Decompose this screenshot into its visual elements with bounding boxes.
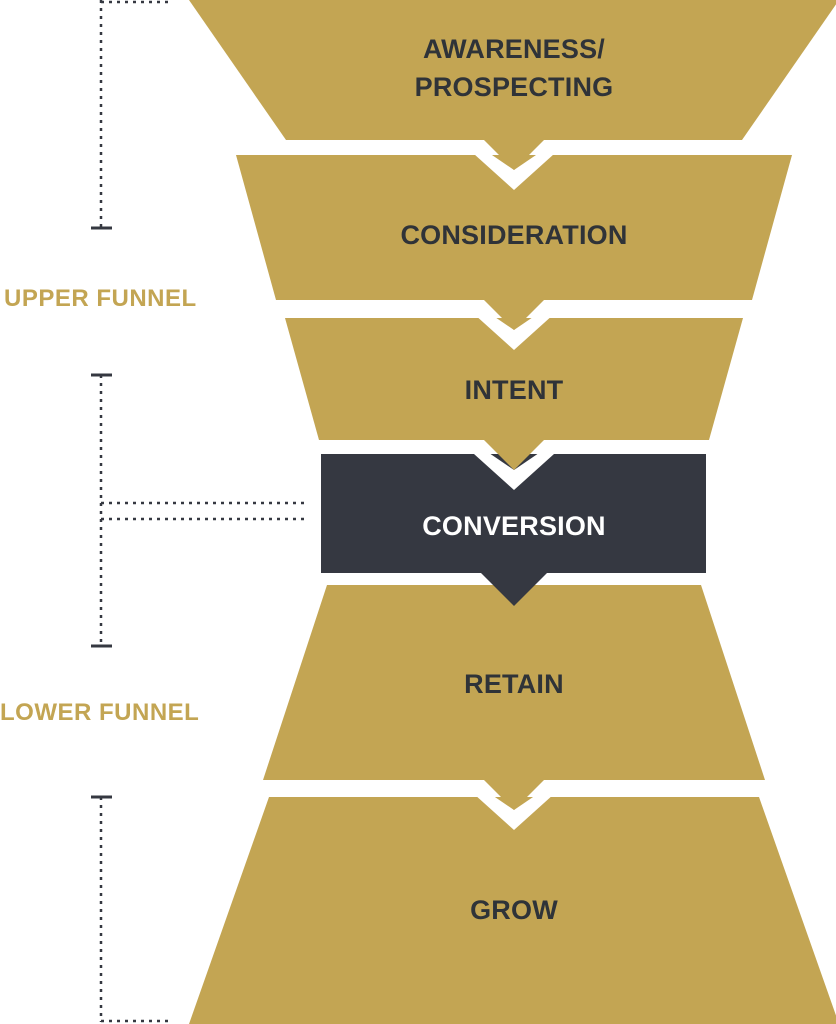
arrow-tip: [482, 778, 546, 810]
arrow-tip: [482, 138, 546, 170]
stage-awareness-label: PROSPECTING: [415, 72, 614, 102]
stage-grow-shape: [189, 797, 836, 1024]
stage-retain-shape: [263, 585, 765, 780]
separator-chevron: [174, 440, 836, 490]
stage-intent-label: INTENT: [465, 375, 564, 405]
stage-intent-shape: [285, 318, 743, 440]
conversion-arrow-tip: [480, 572, 548, 606]
arrow-tip: [482, 298, 546, 330]
stage-awareness-label: AWARENESS/: [423, 34, 605, 64]
upper-funnel-label: UPPER FUNNEL: [4, 285, 197, 312]
arrow-tip: [482, 438, 546, 470]
separator-chevron: [174, 780, 836, 830]
stage-consideration-label: CONSIDERATION: [400, 220, 627, 250]
stage-conversion-label: CONVERSION: [422, 511, 606, 541]
stage-retain-label: RETAIN: [464, 669, 564, 699]
stage-consideration-shape: [236, 155, 792, 300]
stage-grow-label: GROW: [470, 895, 558, 925]
lower-funnel-label: LOWER FUNNEL: [0, 699, 200, 726]
separator-chevron: [174, 300, 836, 350]
separator-chevron: [174, 140, 836, 190]
stage-awareness-shape: [189, 0, 836, 140]
